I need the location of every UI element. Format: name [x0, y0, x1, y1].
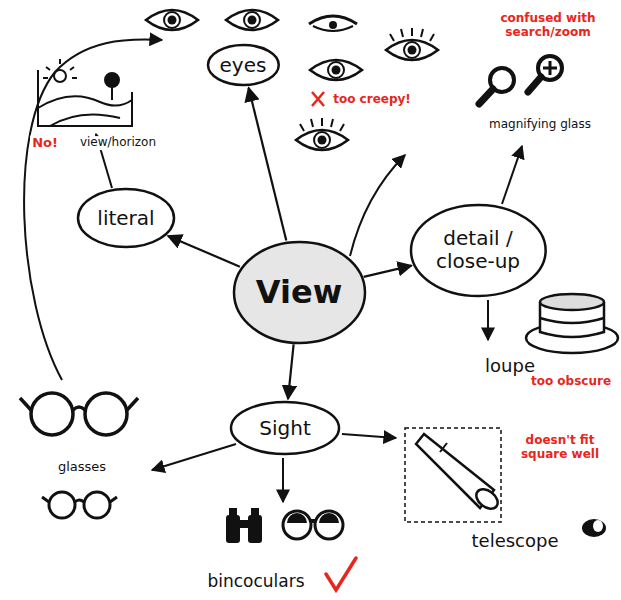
- topic-bubble: detail / close-up: [409, 203, 548, 298]
- note: doesn't fit square well: [506, 434, 614, 462]
- bubble-label: Sight: [259, 417, 310, 440]
- connector-arrow: [288, 344, 294, 399]
- bubble-outline: [231, 402, 339, 454]
- bubble-label: View: [256, 274, 342, 311]
- bubble-label: eyes: [220, 54, 267, 77]
- note: too obscure: [529, 375, 613, 389]
- topic-bubble: literal: [76, 187, 176, 249]
- topic-bubble: Sight: [229, 400, 341, 456]
- note: too creepy!: [331, 93, 413, 107]
- check-mark: [326, 558, 356, 590]
- bubble-outline: [234, 242, 365, 343]
- cross-mark: [312, 92, 324, 106]
- bubble-outline: [208, 45, 279, 85]
- connector-arrow: [249, 88, 287, 241]
- magnifying-glass-icon: [479, 56, 562, 104]
- binoculars-icon: [226, 508, 343, 543]
- caption-label: magnifying glass: [487, 118, 593, 132]
- caption-label: telescope: [470, 531, 561, 552]
- glasses-icon: [20, 393, 138, 518]
- note: No!: [30, 136, 60, 151]
- caption-label: glasses: [56, 460, 108, 475]
- note: confused with search/zoom: [483, 12, 613, 40]
- caption-label: loupe: [483, 356, 537, 377]
- landscape-icon: [38, 59, 132, 126]
- bubble-label: literal: [97, 207, 154, 230]
- caption-label: view/horizon: [78, 136, 158, 150]
- bubble-label: detail / close-up: [432, 227, 524, 273]
- caption-label: bincoculars: [205, 572, 306, 592]
- bubble-outline: [411, 205, 546, 296]
- topic-bubble: View: [232, 240, 367, 345]
- loupe-icon: [526, 294, 618, 353]
- topic-bubble: eyes: [206, 43, 281, 87]
- connector-arrow: [364, 266, 412, 277]
- eye-icons: [146, 10, 438, 150]
- bubble-outline: [78, 189, 174, 247]
- connector-arrow: [168, 236, 240, 267]
